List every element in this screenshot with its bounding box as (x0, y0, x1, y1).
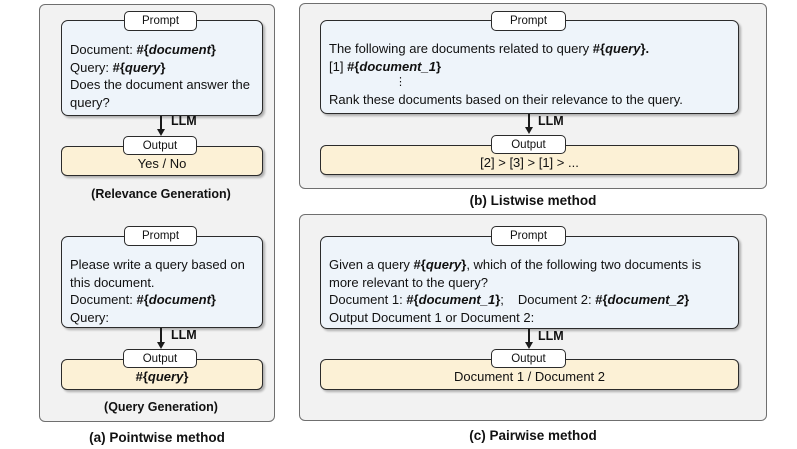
querygen-output-tag: Output (123, 349, 197, 368)
querygen-arrow-head (157, 342, 165, 349)
listwise-prompt-tag: Prompt (491, 11, 566, 31)
querygen-output-text: #{query} (135, 369, 189, 384)
relevance-arrow (160, 116, 162, 130)
querygen-line-1: Please write a query based on (70, 257, 245, 272)
listwise-arrow (528, 114, 530, 128)
relevance-caption: (Relevance Generation) (91, 187, 231, 201)
querygen-caption: (Query Generation) (104, 400, 218, 414)
listwise-prompt-box: The following are documents related to q… (320, 20, 739, 114)
pairwise-llm-label: LLM (538, 329, 564, 343)
relevance-arrow-head (157, 129, 165, 136)
pairwise-output-text: Document 1 / Document 2 (453, 369, 606, 384)
querygen-query-line: Query: (70, 309, 110, 325)
querygen-llm-label: LLM (171, 328, 197, 342)
listwise-output-tag: Output (491, 135, 566, 154)
listwise-llm-label: LLM (538, 114, 564, 128)
relevance-doc-line: Document: #{document} (70, 42, 216, 57)
relevance-llm-label: LLM (171, 114, 197, 128)
listwise-item-1: [1] #{document_1} (329, 58, 442, 74)
pairwise-prompt-tag: Prompt (491, 226, 566, 246)
listwise-caption: (b) Listwise method (469, 193, 597, 208)
relevance-output-tag: Output (123, 136, 197, 155)
listwise-line-last: Rank these documents based on their rele… (329, 92, 683, 107)
relevance-prompt-tag: Prompt (124, 11, 197, 31)
querygen-prompt-box: Please write a query based on this docum… (61, 236, 263, 328)
relevance-query-line: Query: #{query} (70, 59, 166, 75)
pairwise-arrow-head (525, 342, 533, 349)
relevance-prompt-box: Document: #{document} Query: #{query} Do… (61, 20, 263, 116)
relevance-question-line-1: Does the document answer the (70, 77, 250, 92)
listwise-arrow-head (525, 127, 533, 134)
listwise-ellipsis: ⋮ (395, 76, 406, 88)
listwise-output-text: [2] > [3] > [1] > ... (480, 154, 579, 170)
pairwise-arrow (528, 329, 530, 343)
querygen-arrow (160, 328, 162, 343)
querygen-doc-line: Document: #{document} (70, 292, 216, 307)
pairwise-line-4: Output Document 1 or Document 2: (329, 309, 535, 325)
querygen-line-2: this document. (70, 274, 155, 290)
pairwise-line-1: Given a query #{query}, which of the fol… (329, 257, 702, 272)
pairwise-caption: (c) Pairwise method (469, 428, 597, 443)
relevance-output-text: Yes / No (137, 155, 187, 171)
pairwise-docs-line: Document 1: #{document_1};Document 2: #{… (329, 292, 690, 307)
pairwise-output-box: Document 1 / Document 2 (320, 359, 739, 390)
pointwise-caption: (a) Pointwise method (89, 430, 225, 445)
pairwise-output-tag: Output (491, 349, 566, 368)
pairwise-line-2: more relevant to the query? (329, 274, 488, 290)
querygen-prompt-tag: Prompt (124, 226, 197, 246)
relevance-question-line-2: query? (70, 94, 110, 110)
listwise-line-1: The following are documents related to q… (329, 41, 650, 56)
pairwise-prompt-box: Given a query #{query}, which of the fol… (320, 236, 739, 329)
